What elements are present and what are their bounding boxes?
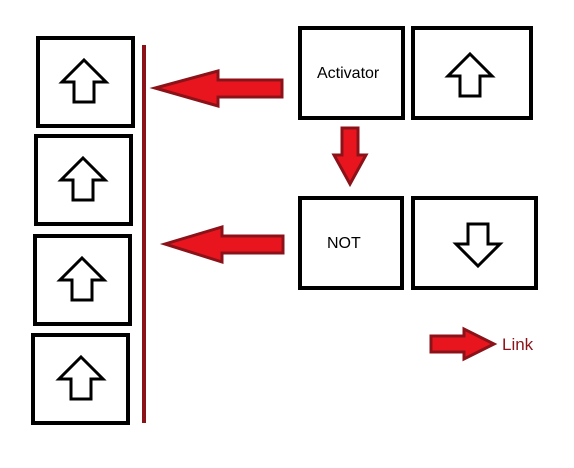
legend-label: Link xyxy=(502,335,534,354)
not-gate-box: NOT xyxy=(298,196,404,290)
output-box-1 xyxy=(36,36,135,128)
red-arrow-icon xyxy=(429,326,498,362)
activator-box: Activator xyxy=(298,26,405,120)
link-arrow-activator-to-not xyxy=(331,126,369,188)
not-gate-label: NOT xyxy=(327,235,361,252)
output-box-3 xyxy=(33,234,132,326)
output-box-4 xyxy=(31,333,130,425)
output-box-2 xyxy=(34,134,133,226)
legend: Link xyxy=(429,326,534,362)
link-arrow-not-to-column xyxy=(159,224,285,265)
link-arrow-activator-to-column xyxy=(149,69,284,108)
activator-state-box xyxy=(411,26,533,120)
activator-label: Activator xyxy=(317,65,380,82)
not-state-box xyxy=(411,196,538,290)
